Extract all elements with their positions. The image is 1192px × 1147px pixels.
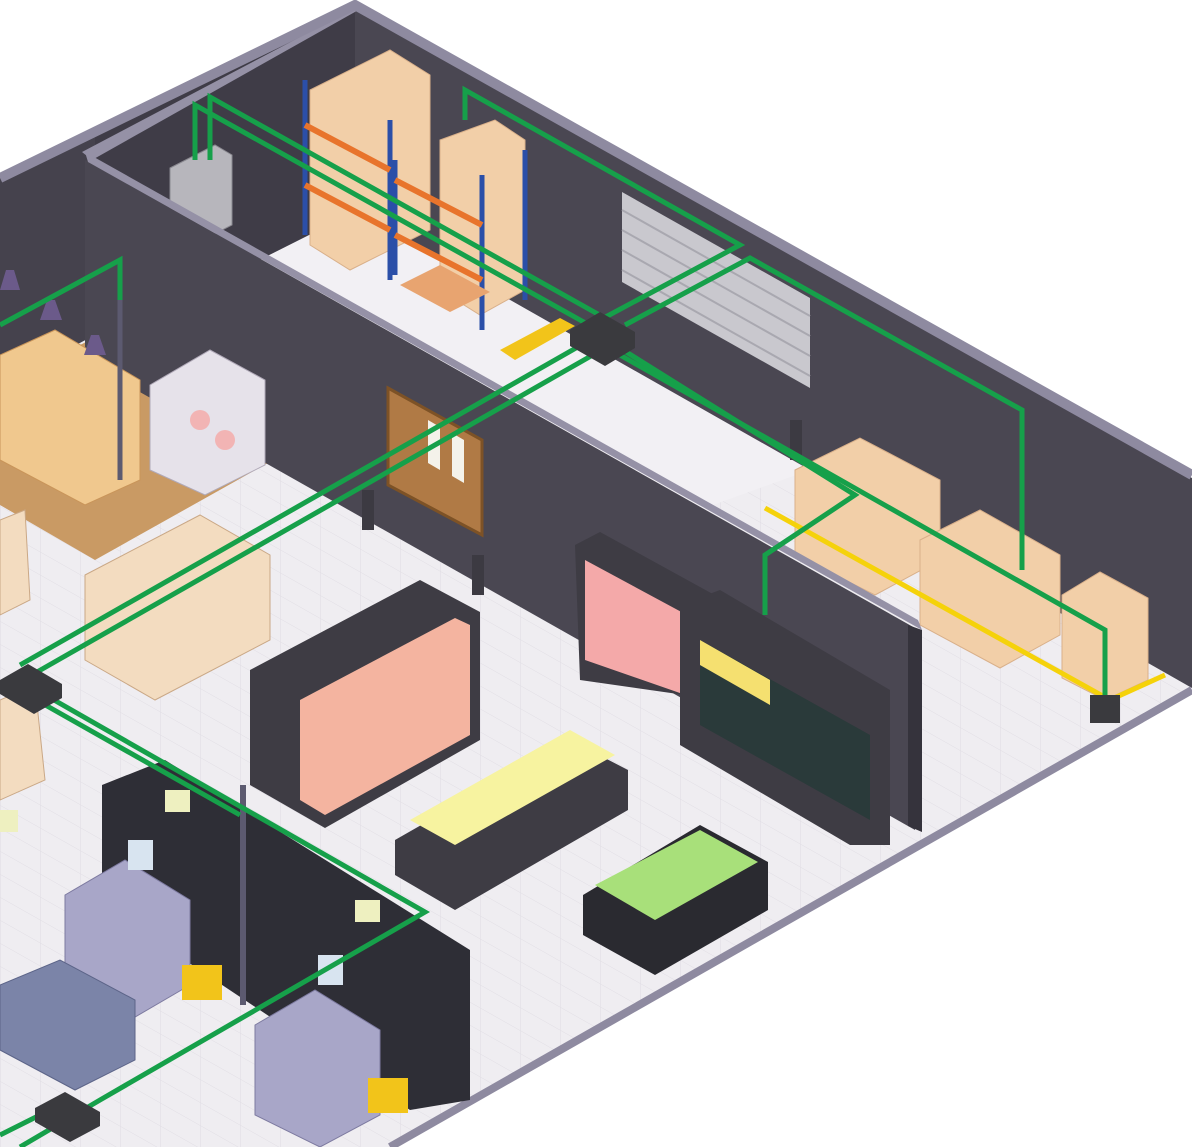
partition-wall-top [82, 8, 362, 160]
drinks-fridge [680, 590, 890, 845]
cheese-display [395, 730, 628, 910]
network-switch-hub [1090, 695, 1120, 723]
checkout-divider [102, 760, 470, 1110]
kiosk-screen [128, 840, 153, 870]
floor-front-edge [388, 686, 1192, 1147]
outer-wall-top-edge [0, 0, 1192, 480]
storage-rack-left [302, 49, 431, 280]
wifi-access-point [355, 900, 380, 922]
shopping-basket [368, 1078, 408, 1113]
network-switch-hub [0, 664, 62, 714]
bakery-counter [0, 329, 266, 506]
bollard [472, 555, 484, 595]
bollard [790, 420, 802, 460]
network-switch-hub [570, 312, 635, 366]
cake [215, 430, 235, 450]
cake [190, 410, 210, 430]
wifi-access-point [165, 790, 190, 812]
left-wall-face [0, 130, 95, 385]
bollard [362, 490, 374, 530]
wooden-pallet [400, 265, 490, 312]
self-checkout-kiosk [254, 955, 381, 1147]
pendant-lamps [0, 270, 106, 355]
freezer-chest [583, 825, 768, 975]
roller-door [621, 192, 811, 388]
grocery-shelf [0, 509, 31, 616]
pallet-jack [500, 318, 575, 360]
grocery-shelf [84, 514, 271, 701]
shopping-basket [182, 965, 222, 1000]
wifi-access-point [0, 810, 18, 832]
meat-fridge [250, 580, 480, 828]
network-switch-hub [35, 1092, 100, 1142]
cashier-counter [0, 959, 136, 1091]
partition-wall-end [908, 625, 922, 832]
